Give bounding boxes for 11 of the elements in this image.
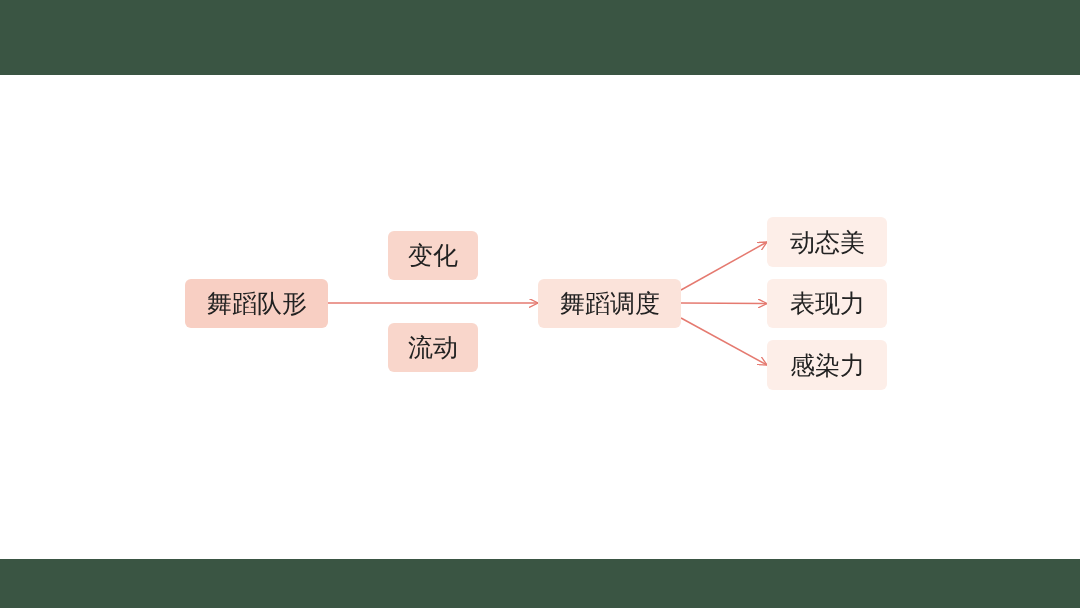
rounded-box: 变化 [388, 231, 478, 280]
rounded-box: 表现力 [767, 279, 887, 328]
rounded-box: 舞蹈队形 [185, 279, 328, 328]
rounded-box: 舞蹈调度 [538, 279, 681, 328]
arrow [680, 317, 768, 366]
rounded-box: 流动 [388, 323, 478, 372]
rounded-box: 感染力 [767, 340, 887, 390]
arrow [327, 297, 539, 309]
rounded-box: 动态美 [767, 217, 887, 267]
arrow [680, 241, 768, 291]
arrow [680, 298, 768, 309]
